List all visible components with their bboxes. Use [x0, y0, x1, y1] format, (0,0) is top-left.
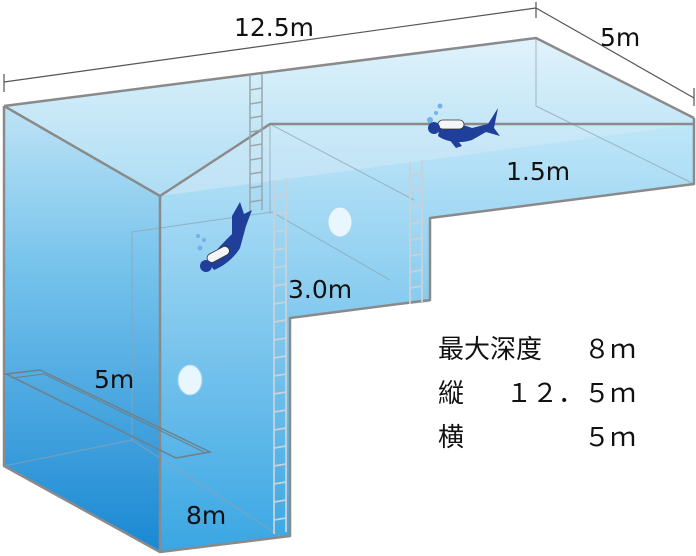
- pool-front-face: [4, 106, 160, 552]
- underwater-light-upper: [327, 206, 353, 238]
- dim-top-width: 5m: [600, 23, 640, 52]
- dim-bottom-depth: 8m: [186, 501, 226, 530]
- ladder-right: [409, 160, 423, 304]
- spec-width-label: 横: [438, 423, 464, 453]
- dimension-lines: [3, 2, 695, 106]
- underwater-light-lower: [177, 364, 203, 396]
- ladder-back: [249, 74, 263, 212]
- pool-top-surface: [4, 38, 694, 196]
- dim-mid-depth: 3.0m: [288, 275, 352, 304]
- diver-icon-surface: [427, 103, 500, 148]
- dim-top-length: 12.5m: [234, 13, 314, 42]
- ladder-front: [273, 178, 287, 534]
- spec-max-depth-value: ８ｍ: [584, 335, 636, 365]
- platform-ledge: [3, 369, 213, 459]
- spec-length-label: 縦: [438, 379, 464, 409]
- pool-outline: [2, 36, 696, 554]
- spec-width-value: ５ｍ: [584, 423, 636, 453]
- dim-shallow-depth: 1.5m: [506, 157, 570, 186]
- diver-icon-deep: [196, 202, 252, 272]
- spec-table: 最大深度 ８ｍ 縦 １２．５ｍ 横 ５ｍ: [438, 335, 636, 453]
- dim-left-side: 5m: [94, 365, 134, 394]
- pool-stepped-face: [160, 124, 694, 552]
- spec-length-value: １２．５ｍ: [506, 379, 636, 409]
- spec-max-depth-label: 最大深度: [438, 335, 542, 365]
